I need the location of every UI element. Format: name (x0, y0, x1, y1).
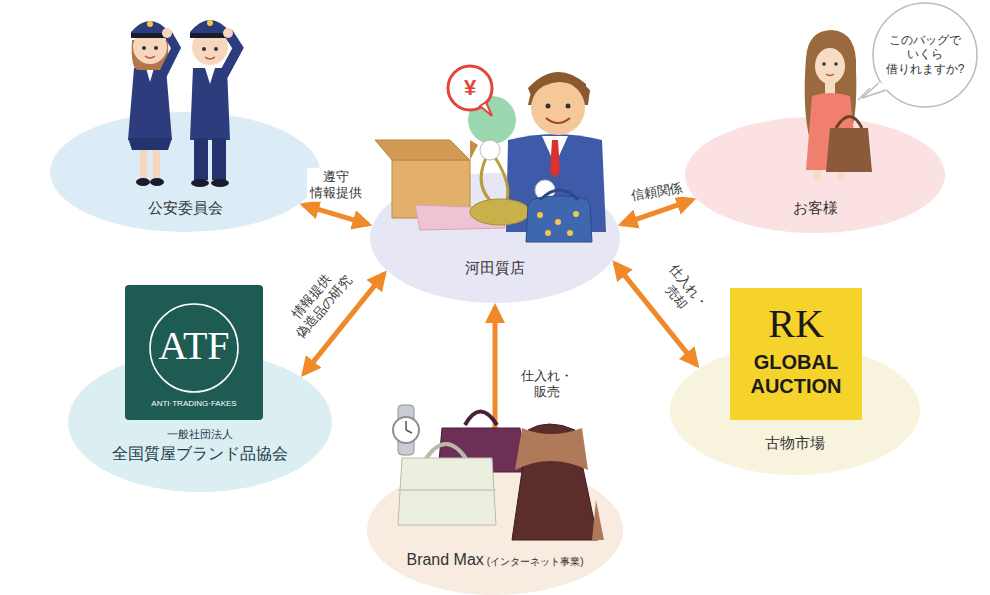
node-label: お客様 (793, 199, 838, 217)
edge-label: 遵守 情報提供 (307, 167, 365, 202)
ellipse-fill (367, 465, 623, 595)
node-label: 一般社団法人 (167, 428, 233, 441)
node-label: 全国質屋ブランド品協会 (112, 445, 288, 464)
logo-word: AUCTION (750, 374, 841, 398)
text-group: 公安委員会 (50, 199, 320, 217)
ellipse-fill (370, 173, 620, 303)
ellipse-outline (370, 173, 620, 303)
node-label: (インターネット事業) (487, 556, 584, 568)
double-arrow (303, 205, 368, 225)
shop-clerk (375, 66, 606, 242)
text-group: 一般社団法人全国質屋ブランド品協会 (68, 428, 332, 463)
group-ellipse: 公安委員会 (50, 112, 320, 232)
group-ellipse: お客様 (685, 117, 945, 233)
edge-label: 仕入れ・販売 (518, 367, 576, 402)
ellipse-fill (68, 352, 332, 492)
speech-bubble-text: このバッグで いくら 借りれますか? (886, 33, 965, 76)
logo-word: GLOBAL (754, 350, 838, 374)
text-group: Brand Max (インターネット事業) (367, 550, 623, 569)
edge-label: 信頼関係 (627, 178, 687, 206)
atf-logo (125, 285, 263, 420)
ellipse-fill (670, 345, 920, 475)
logo-motto: ANTI·TRADING·FAKES (151, 399, 236, 409)
ellipse-outline (367, 465, 623, 595)
logo-letters: ATF (158, 322, 229, 370)
group-ellipse: Brand Max (インターネット事業) (367, 465, 623, 595)
group-ellipse: 河田質店 (370, 173, 620, 303)
text-group: 古物市場 (670, 434, 920, 452)
edge-label: 情報提供 偽造品の研究 (278, 258, 358, 345)
rk-logo (730, 288, 862, 420)
ellipse-fill (50, 112, 320, 232)
ellipse-fill (685, 117, 945, 233)
node-label: Brand Max (406, 550, 483, 569)
node-label: 河田質店 (465, 259, 525, 277)
text-group: 河田質店 (370, 259, 620, 277)
logo-letters: RK (768, 300, 824, 348)
node-label: 古物市場 (765, 434, 825, 452)
yen-symbol: ¥ (464, 75, 476, 101)
text-group: お客様 (685, 199, 945, 217)
ellipse-outline (68, 352, 332, 492)
group-ellipse: 一般社団法人全国質屋ブランド品協会 (68, 352, 332, 492)
node-label: 公安委員会 (148, 199, 223, 217)
